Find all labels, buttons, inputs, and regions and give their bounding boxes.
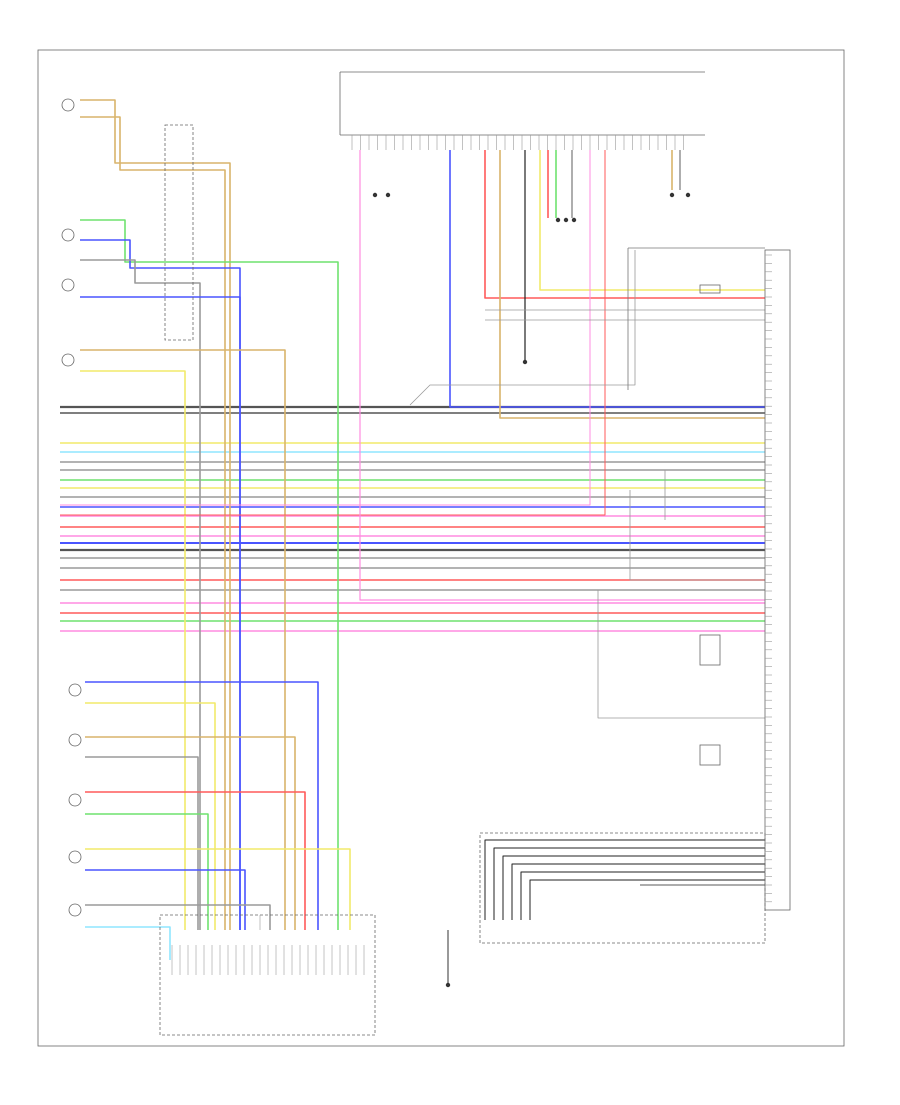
top-drop-wire [60,150,591,506]
bottom-left-connector [159,914,376,1036]
unit-wire [511,863,765,920]
sensor-symbol [68,850,82,864]
sensor-wire [80,349,286,930]
sensor-wire [80,239,241,930]
ground-symbols [372,192,691,988]
wire-group [60,99,765,960]
ground-icon [563,217,569,223]
top-drop-wire [359,150,765,601]
mini-connector [699,284,721,294]
component-boxes [37,49,845,1047]
top-drop-wire [409,250,636,406]
switch-block [164,124,194,341]
sensor-symbol [61,98,75,112]
ground-icon [669,192,675,198]
bottom-right-unit [479,832,766,944]
sensor-wire [80,219,339,930]
sensor-wire [85,702,216,930]
sensor-wire [85,813,209,930]
connector-pins [61,98,772,975]
sensor-wire [85,904,271,930]
sensor-wire [85,848,351,930]
ground-icon [685,192,691,198]
diagram-frame [37,49,845,1047]
sensor-symbol [68,903,82,917]
sensor-wire [80,99,231,930]
relay-wire [625,469,666,520]
ground-icon [571,217,577,223]
ground-icon [445,982,451,988]
sensor-wire [85,791,306,930]
unit-wire [520,871,765,920]
ground-icon [372,192,378,198]
top-drop-wire [484,150,765,299]
top-drop-wire [539,150,765,291]
sensor-symbol [68,683,82,697]
top-drop-wire [60,150,606,516]
unit-wire [484,839,765,920]
unit-wire [493,847,765,920]
relay-wire [597,590,765,719]
sensor-wire [85,681,319,930]
sensor-wire [80,370,186,930]
sensor-wire [80,296,241,930]
sensor-symbol [61,278,75,292]
sensor-wire [80,259,201,930]
sensor-wire [85,756,199,930]
right-module-body [764,249,791,911]
mini-connector [699,744,721,766]
relay-wire [629,490,765,581]
ground-icon [385,192,391,198]
sensor-wire [85,869,246,930]
mini-connector [699,634,721,666]
sensor-symbol [61,353,75,367]
sensor-symbol [61,228,75,242]
sensor-symbol [68,793,82,807]
sensor-wire [85,926,171,960]
ground-icon [522,359,528,365]
top-drop-wire [499,150,765,419]
unit-wire [502,855,765,920]
sensor-wire [85,736,296,930]
sensor-symbol [68,733,82,747]
ground-icon [555,217,561,223]
sensor-wire [80,116,226,930]
unit-wire [529,879,765,920]
top-drop-wire [449,150,765,408]
